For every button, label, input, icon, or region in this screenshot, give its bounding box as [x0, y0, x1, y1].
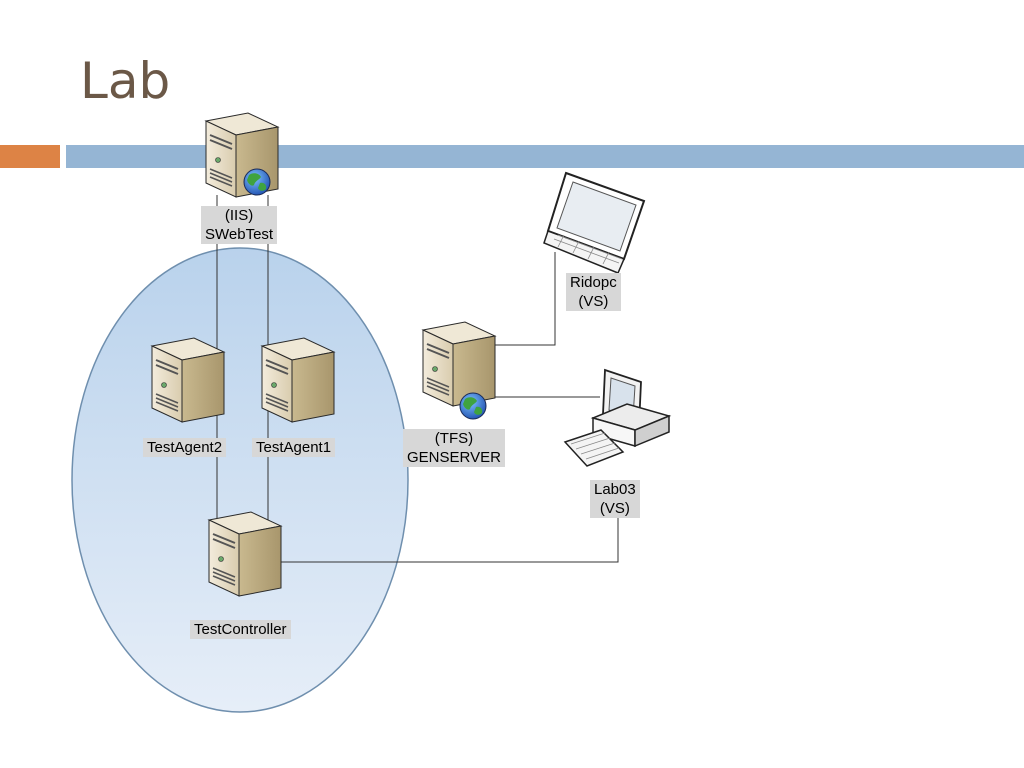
iis-label-name: SWebTest: [205, 226, 274, 243]
lab03-label-name: Lab03: [594, 481, 636, 498]
ridopc-label-role: (VS): [578, 293, 609, 310]
lab03-label-role: (VS): [599, 500, 630, 517]
test-rig-boundary: [71, 247, 409, 713]
web-globe-icon: [243, 168, 271, 196]
title-rule-bar: [66, 145, 1024, 168]
lab03-label: Lab03 (VS): [590, 480, 640, 518]
test-agent1-name: TestAgent1: [256, 439, 332, 456]
ridopc-label: Ridopc (VS): [566, 273, 621, 311]
test-agent1-label: TestAgent1: [252, 438, 336, 457]
tfs-globe-icon: [459, 392, 487, 420]
title-accent-bar: [0, 145, 60, 168]
test-controller-name: TestController: [194, 621, 287, 638]
test-controller-label: TestController: [190, 620, 291, 639]
laptop-icon: [543, 171, 646, 274]
test-agent2-name: TestAgent2: [147, 439, 223, 456]
iis-label-role: (IIS): [224, 207, 254, 224]
workstation-icon: [563, 368, 672, 467]
test-controller-server-icon: [208, 511, 282, 597]
test-agent2-server-icon: [151, 337, 225, 423]
tfs-label-name: GENSERVER: [407, 449, 501, 466]
iis-label: (IIS) SWebTest: [201, 206, 278, 244]
ridopc-label-name: Ridopc: [570, 274, 617, 291]
test-agent2-label: TestAgent2: [143, 438, 227, 457]
test-agent1-server-icon: [261, 337, 335, 423]
slide-title: Lab: [80, 52, 171, 110]
tfs-server-icon: [422, 321, 496, 407]
tfs-label: (TFS) GENSERVER: [403, 429, 505, 467]
tfs-label-role: (TFS): [434, 430, 474, 447]
